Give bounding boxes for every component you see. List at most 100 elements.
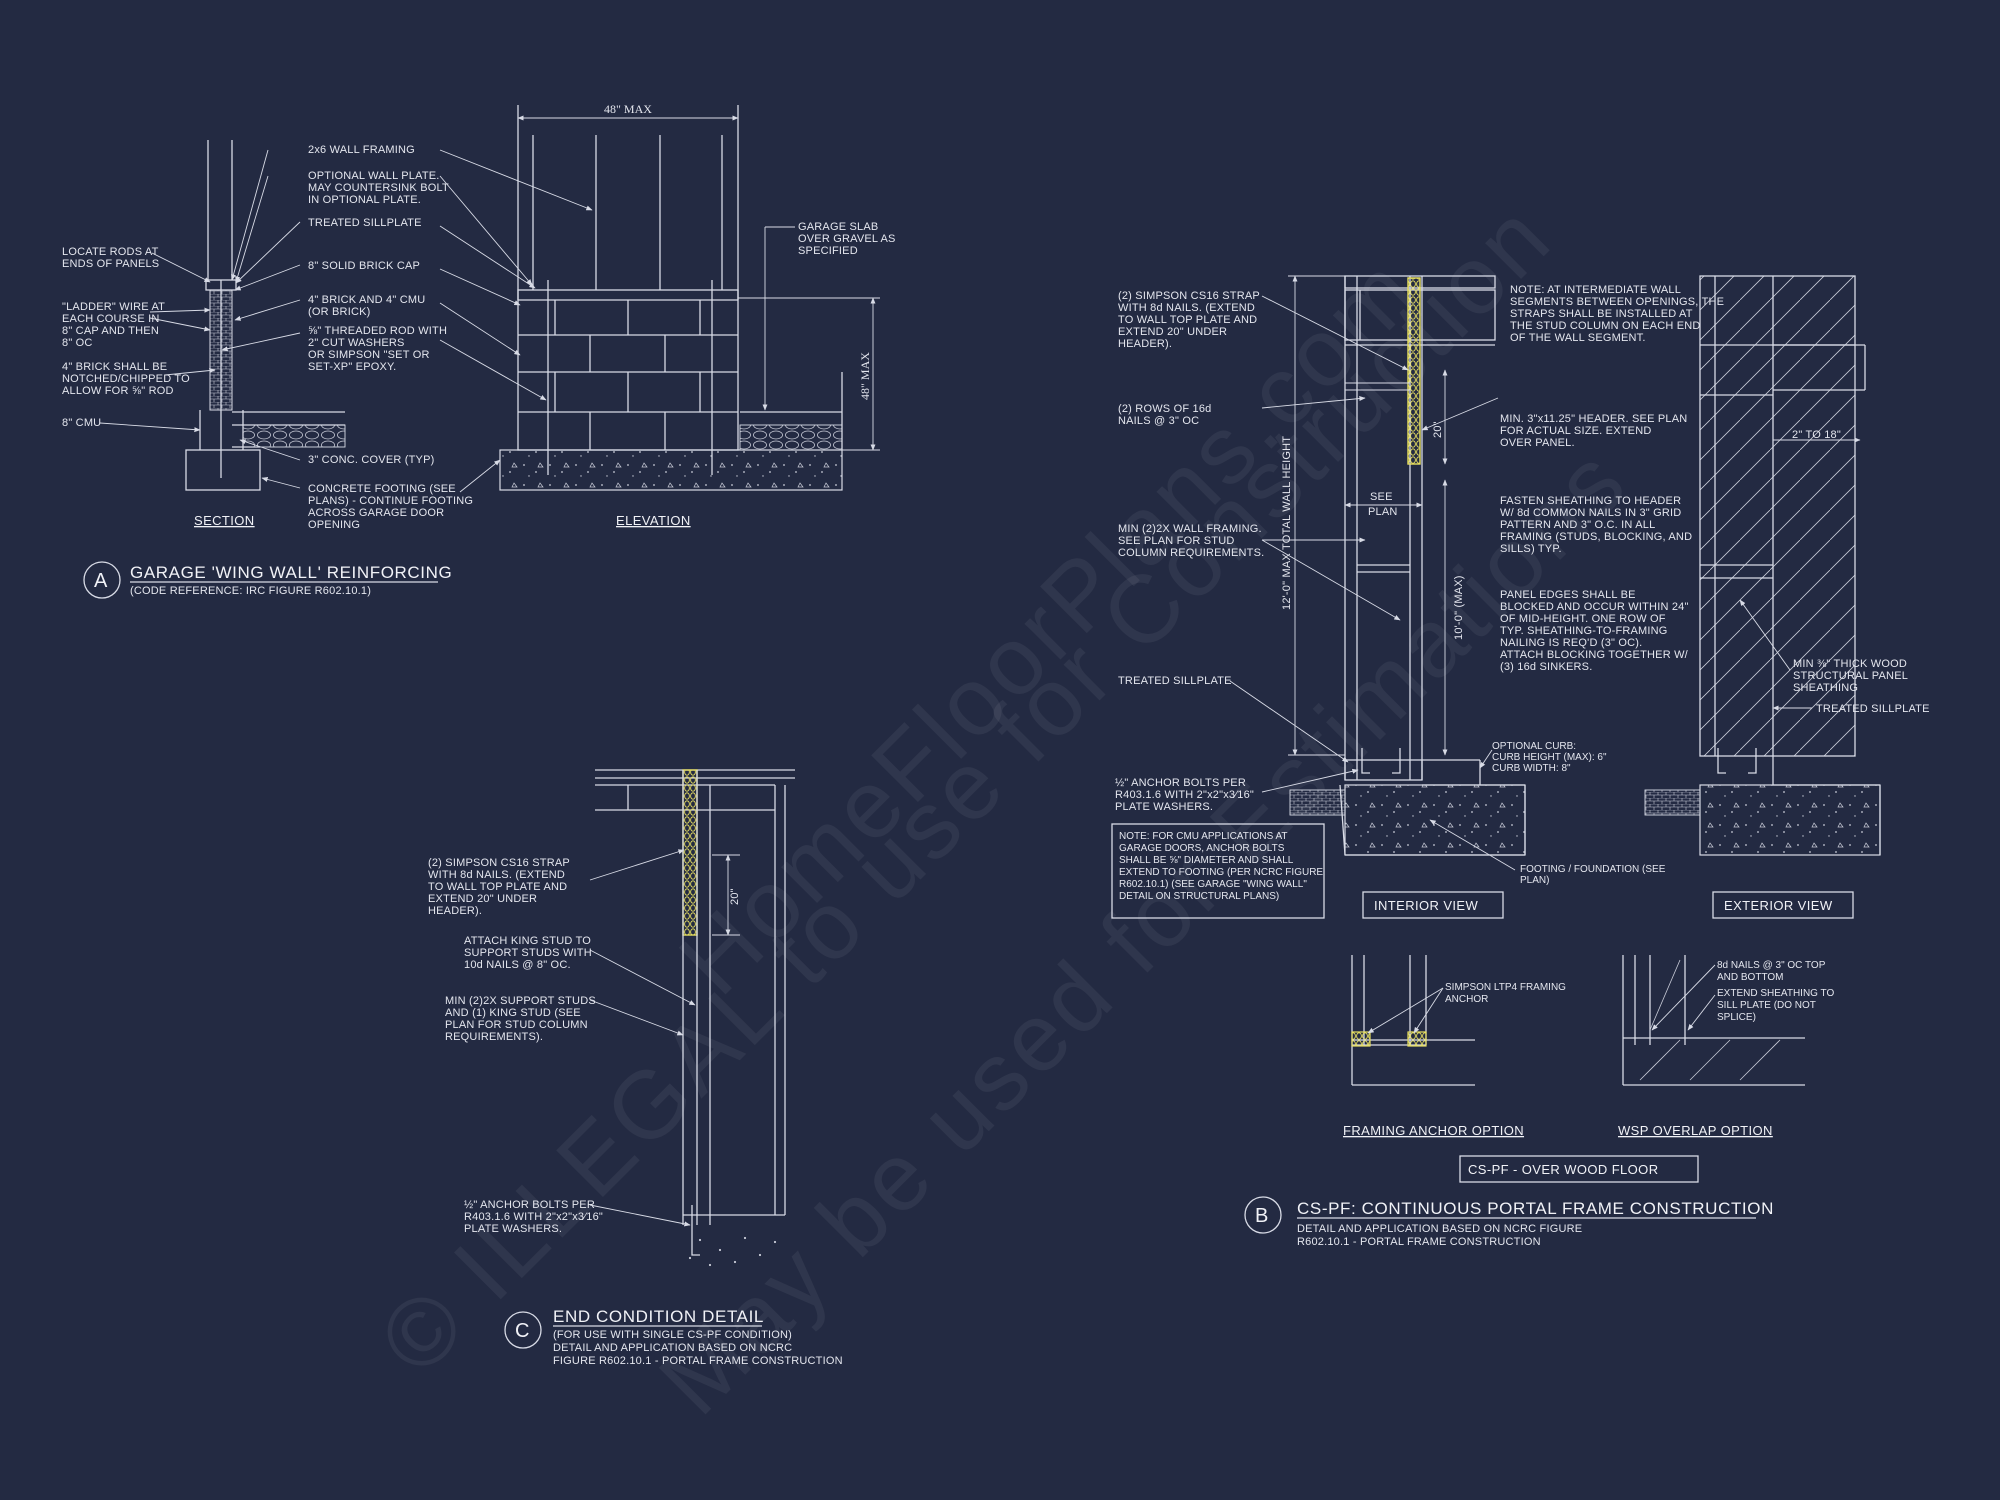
nails8d-1: 8d NAILS @ 3" OC TOP [1717,960,1826,971]
b-fasten-1: FASTEN SHEATHING TO HEADER [1500,495,1681,507]
detail-a-section [185,140,346,491]
b-header-1: MIN. 3"x11.25" HEADER. SEE PLAN [1500,413,1687,425]
c-king-stud-1: ATTACH KING STUD TO [464,935,591,947]
b-intermediate-5: OF THE WALL SEGMENT. [1510,332,1646,344]
over-wood-floor-label: CS-PF - OVER WOOD FLOOR [1468,1162,1658,1177]
note-ladder-2: EACH COURSE IN [62,313,160,325]
b-strap-2: WITH 8d NAILS. (EXTEND [1118,302,1255,314]
note-brick-cmu-1: 4" BRICK AND 4" CMU [308,294,425,306]
note-optional-plate-2: MAY COUNTERSINK BOLT [308,182,449,194]
b-footing-1: FOOTING / FOUNDATION (SEE [1520,864,1666,875]
b-panel-edges-6: ATTACH BLOCKING TOGETHER W/ [1500,649,1689,661]
b-intermediate-3: STRAPS SHALL BE INSTALLED AT [1510,308,1693,320]
c-strap-2: WITH 8d NAILS. (EXTEND [428,869,565,881]
b-min-framing-1: MIN (2)2X WALL FRAMING. [1118,523,1262,535]
detail-c-marker: C [515,1320,529,1342]
extend-sheathing-3: SPLICE) [1717,1012,1756,1023]
b-panel-edges-1: PANEL EDGES SHALL BE [1500,589,1636,601]
detail-a-section-leaders [99,149,301,489]
b-header-2: FOR ACTUAL SIZE. EXTEND [1500,425,1652,437]
note-footing-1: CONCRETE FOOTING (SEE [308,483,456,495]
detail-b-marker: B [1255,1205,1268,1227]
note-rod-2: 2" CUT WASHERS [308,337,405,349]
wsp-overlap-option-label: WSP OVERLAP OPTION [1618,1123,1773,1138]
b-anchor-bolts-1: ½" ANCHOR BOLTS PER [1115,777,1246,789]
detail-b-exterior-view: 2" TO 18" MIN ⅜" THICK WOOD STRUCTURAL P… [1644,275,1929,856]
note-optional-plate-3: IN OPTIONAL PLATE. [308,194,421,206]
see-plan-1: SEE [1370,491,1393,503]
detail-a-elevation: 48" MAX 48" MAX [439,102,880,493]
wsp-overlap-option: 8d NAILS @ 3" OC TOP AND BOTTOM EXTEND S… [1622,955,1834,1086]
extend-sheathing-2: SILL PLATE (DO NOT [1717,1000,1816,1011]
b-header-3: OVER PANEL. [1500,437,1575,449]
note-ladder-3: 8" CAP AND THEN [62,325,159,337]
b-wsp-3: SHEATHING [1793,682,1858,694]
b-intermediate-4: THE STUD COLUMN ON EACH END [1510,320,1701,332]
b-intermediate-1: NOTE: AT INTERMEDIATE WALL [1510,284,1681,296]
b-optional-curb-2: CURB HEIGHT (MAX): 6" [1492,752,1607,763]
note-ladder-1: "LADDER" WIRE AT [62,301,165,313]
detail-a-notes: 2x6 WALL FRAMING OPTIONAL WALL PLATE. MA… [62,144,896,531]
detail-c-notes: (2) SIMPSON CS16 STRAP WITH 8d NAILS. (E… [428,857,603,1235]
b-wsp-1: MIN ⅜" THICK WOOD [1793,658,1907,670]
nails8d-2: AND BOTTOM [1717,972,1783,983]
note-footing-3: ACROSS GARAGE DOOR [308,507,444,519]
c-support-studs-1: MIN (2)2X SUPPORT STUDS [445,995,596,1007]
b-fasten-3: PATTERN AND 3" O.C. IN ALL [1500,519,1655,531]
b-treated-sillplate: TREATED SILLPLATE [1118,675,1232,687]
see-plan-2: PLAN [1368,506,1398,518]
framing-anchor-option: SIMPSON LTP4 FRAMING ANCHOR [1351,955,1566,1086]
note-garage-slab-2: OVER GRAVEL AS [798,233,896,245]
dim-b-10: 10'-0" (MAX) [1453,575,1465,640]
detail-b-title: CS-PF: CONTINUOUS PORTAL FRAME CONSTRUCT… [1297,1199,1774,1218]
c-king-stud-2: SUPPORT STUDS WITH [464,947,592,959]
c-strap-1: (2) SIMPSON CS16 STRAP [428,857,570,869]
b-cmu-note-5: R602.10.1) (SEE GARAGE "WING WALL" [1119,879,1307,890]
note-locate-rods-1: LOCATE RODS AT [62,246,159,258]
b-min-framing-2: SEE PLAN FOR STUD [1118,535,1234,547]
dim-c-20: 20" [729,888,741,905]
detail-b-view-labels: INTERIOR VIEW EXTERIOR VIEW [1362,891,1854,919]
b-cmu-note-4: EXTEND TO FOOTING (PER NCRC FIGURE [1119,867,1323,878]
detail-b-interior-view: 12'-0" MAX TOTAL WALL HEIGHT 20" 10'-0" … [1281,275,1526,856]
over-wood-floor-box [1459,1155,1699,1183]
dim-2-to-18: 2" TO 18" [1792,429,1841,441]
dim-width: 48" MAX [604,102,652,116]
detail-c-subtitle-1: (FOR USE WITH SINGLE CS-PF CONDITION) [553,1329,792,1341]
note-treated-sillplate: TREATED SILLPLATE [308,217,422,229]
b-panel-edges-7: (3) 16d SINKERS. [1500,661,1592,673]
c-king-stud-3: 10d NAILS @ 8" OC. [464,959,571,971]
section-label: SECTION [194,513,255,528]
note-garage-slab-3: SPECIFIED [798,245,858,257]
b-fasten-5: SILLS) TYP. [1500,543,1562,555]
detail-b-subtitle-2: R602.10.1 - PORTAL FRAME CONSTRUCTION [1297,1236,1541,1248]
detail-c-subtitle-2: DETAIL AND APPLICATION BASED ON NCRC [553,1342,792,1354]
b-wsp-2: STRUCTURAL PANEL [1793,670,1908,682]
b-anchor-bolts-2: R403.1.6 WITH 2"x2"x3⁄16" [1115,789,1254,801]
note-wall-framing: 2x6 WALL FRAMING [308,144,415,156]
detail-a-marker: A [94,570,108,592]
c-support-studs-2: AND (1) KING STUD (SEE [445,1007,581,1019]
note-optional-plate-1: OPTIONAL WALL PLATE. [308,170,440,182]
detail-b-interior-notes: (2) SIMPSON CS16 STRAP WITH 8d NAILS. (E… [1111,284,1724,919]
b-min-framing-3: COLUMN REQUIREMENTS. [1118,547,1264,559]
detail-c-title-block: C END CONDITION DETAIL (FOR USE WITH SIN… [504,1307,843,1367]
c-strap-5: HEADER). [428,905,482,917]
b-cmu-note-2: GARAGE DOORS, ANCHOR BOLTS [1119,843,1285,854]
b-rows16d-2: NAILS @ 3" OC [1118,415,1199,427]
b-intermediate-2: SEGMENTS BETWEEN OPENINGS, THE [1510,296,1724,308]
b-panel-edges-5: NAILING IS REQ'D (3" OC). [1500,637,1642,649]
b-strap-1: (2) SIMPSON CS16 STRAP [1118,290,1260,302]
detail-b-subtitle-1: DETAIL AND APPLICATION BASED ON NCRC FIG… [1297,1223,1582,1235]
framing-anchor-option-label: FRAMING ANCHOR OPTION [1343,1123,1524,1138]
b-panel-edges-4: TYP. SHEATHING-TO-FRAMING [1500,625,1668,637]
detail-c-title: END CONDITION DETAIL [553,1307,764,1326]
note-garage-slab-1: GARAGE SLAB [798,221,878,233]
c-strap-3: TO WALL TOP PLATE AND [428,881,567,893]
dim-height: 48" MAX [858,352,872,400]
note-cmu8: 8" CMU [62,417,101,429]
b-optional-curb-1: OPTIONAL CURB: [1492,741,1576,752]
b-optional-curb-3: CURB WIDTH: 8" [1492,763,1571,774]
detail-a-title: GARAGE 'WING WALL' REINFORCING [130,563,452,582]
